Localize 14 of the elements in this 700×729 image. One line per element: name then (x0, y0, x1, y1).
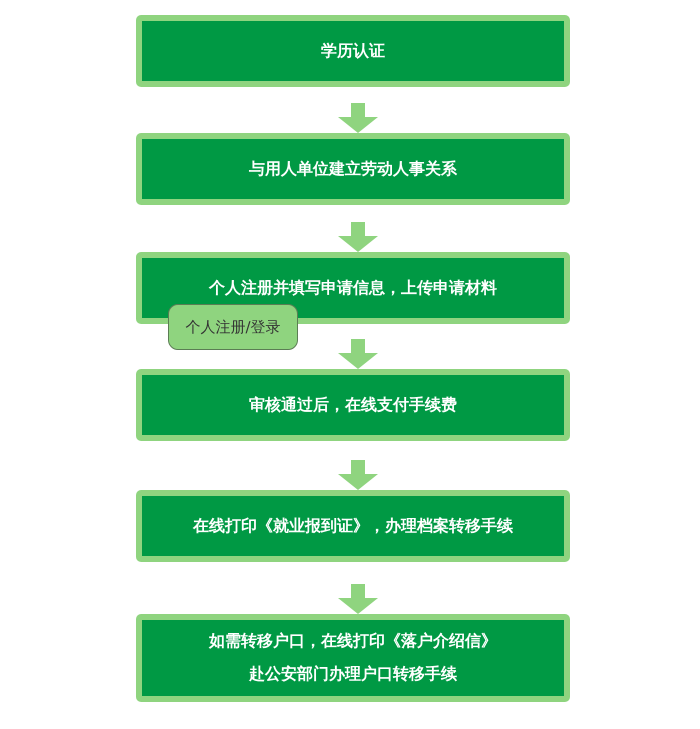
step-text: 个人注册/登录 (185, 318, 281, 336)
step-text: 与用人单位建立劳动人事关系 (249, 158, 457, 180)
action-tag (168, 304, 298, 350)
process-box (136, 133, 570, 205)
step-text: 如需转移户口，在线打印《落户介绍信》 (209, 631, 497, 652)
process-box (136, 490, 570, 562)
step-text: 赴公安部门办理户口转移手续 (249, 664, 457, 685)
step-text: 学历认证 (321, 40, 385, 62)
process-box (136, 369, 570, 441)
process-box (136, 614, 570, 702)
step-text: 在线打印《就业报到证》，办理档案转移手续 (193, 516, 513, 536)
step-text: 个人注册并填写申请信息，上传申请材料 (209, 278, 497, 298)
process-box (136, 15, 570, 87)
step-text: 审核通过后，在线支付手续费 (249, 394, 457, 416)
